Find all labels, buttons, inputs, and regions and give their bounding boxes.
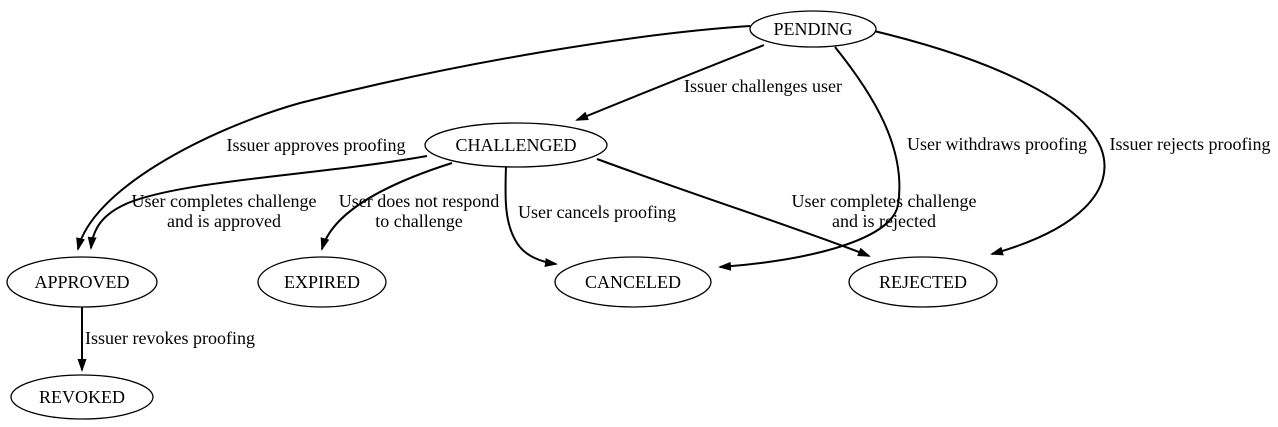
node-approved-label: APPROVED (34, 272, 129, 292)
edge-challenged-rejected-path (596, 158, 871, 257)
edge-challenged-rejected-label-line1: User completes challenge (792, 191, 977, 211)
node-challenged-ellipse (424, 122, 608, 168)
edge-pending-rejected-path (873, 30, 1106, 256)
node-pending-label: PENDING (774, 19, 853, 39)
node-approved: APPROVED (6, 256, 158, 308)
node-challenged-label: CHALLENGED (456, 135, 577, 155)
edge-pending-challenged: Issuer challenges user (575, 44, 842, 121)
node-canceled-ellipse (554, 256, 712, 308)
node-expired: EXPIRED (257, 256, 387, 308)
edge-pending-canceled-path (718, 46, 901, 271)
edge-pending-approved-path (76, 25, 751, 251)
edge-pending-rejected: Issuer rejects proofing (873, 30, 1271, 256)
edge-challenged-rejected: User completes challenge and is rejected (596, 158, 977, 257)
edge-challenged-canceled-path (504, 165, 558, 268)
edge-challenged-expired-label-line1: User does not respond (339, 191, 499, 211)
node-rejected: REJECTED (848, 256, 998, 308)
edge-challenged-approved-label-line1: User completes challenge (132, 191, 317, 211)
node-expired-ellipse (257, 256, 387, 308)
edge-challenged-rejected-label-line2: and is rejected (832, 211, 936, 231)
edge-pending-challenged-path (575, 44, 765, 121)
edge-challenged-approved-path (87, 155, 428, 250)
edge-pending-challenged-label: Issuer challenges user (684, 76, 842, 96)
edge-pending-approved-label: Issuer approves proofing (227, 135, 406, 155)
node-revoked-label: REVOKED (39, 387, 125, 407)
node-challenged: CHALLENGED (424, 122, 608, 168)
node-revoked-ellipse (10, 374, 154, 420)
node-canceled-label: CANCELED (585, 272, 681, 292)
edge-challenged-expired-label-line2: to challenge (375, 211, 462, 231)
node-revoked: REVOKED (10, 374, 154, 420)
edge-challenged-expired: User does not respond to challenge (320, 162, 499, 251)
edge-challenged-approved: User completes challenge and is approved (87, 155, 428, 250)
edge-pending-approved: Issuer approves proofing (76, 25, 751, 251)
edge-challenged-approved-label-line2: and is approved (167, 211, 281, 231)
edge-approved-revoked: Issuer revokes proofing (77, 307, 255, 372)
node-rejected-label: REJECTED (879, 272, 967, 292)
edge-challenged-expired-path (320, 162, 453, 251)
node-canceled: CANCELED (554, 256, 712, 308)
node-rejected-ellipse (848, 256, 998, 308)
node-pending: PENDING (749, 10, 877, 48)
edge-pending-canceled-label: User withdraws proofing (907, 134, 1087, 154)
edge-approved-revoked-label: Issuer revokes proofing (85, 328, 255, 348)
node-expired-label: EXPIRED (284, 272, 360, 292)
edge-pending-canceled: User withdraws proofing (718, 46, 1087, 271)
node-approved-ellipse (6, 256, 158, 308)
node-pending-ellipse (749, 10, 877, 48)
edge-challenged-canceled: User cancels proofing (504, 165, 676, 268)
edge-challenged-canceled-label: User cancels proofing (518, 202, 676, 222)
edge-pending-rejected-label: Issuer rejects proofing (1110, 134, 1271, 154)
